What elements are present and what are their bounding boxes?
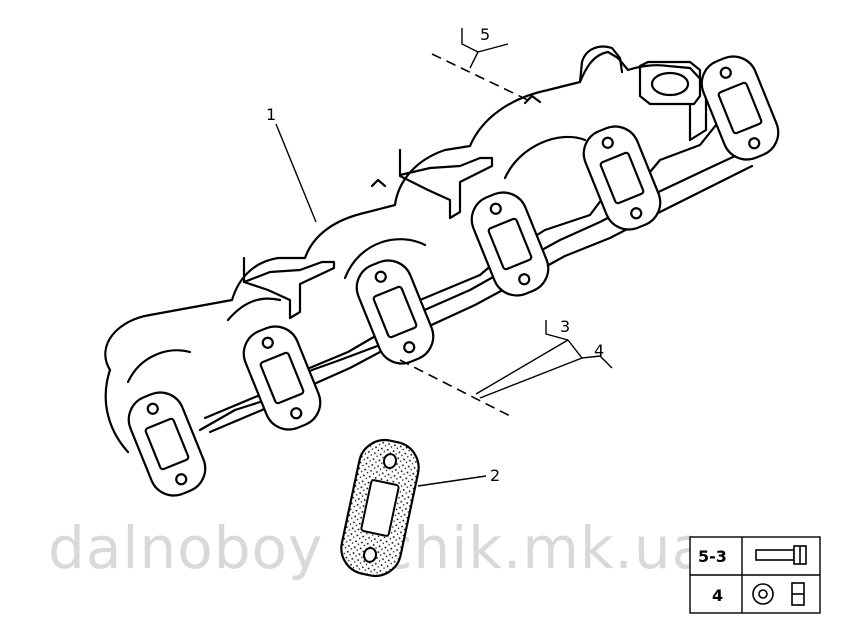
flange-1 (127, 391, 207, 497)
flange-3 (355, 259, 435, 365)
flange-4 (470, 191, 550, 297)
callout-2: 2 (490, 466, 500, 485)
flange-6 (700, 55, 780, 161)
flange-group (127, 55, 780, 497)
callout-4: 4 (594, 341, 604, 360)
bolt-icon (755, 545, 807, 565)
manifold-part (104, 45, 754, 454)
gasket-part (340, 438, 420, 578)
flange-2 (242, 325, 322, 431)
callout-3: 3 (560, 317, 570, 336)
callout-1: 1 (266, 105, 276, 124)
washer-nut-icon (752, 582, 805, 606)
legend-row-1-label: 5-3 (698, 547, 727, 566)
flange-5 (582, 125, 662, 231)
callout-5: 5 (480, 25, 490, 44)
legend-row-2-label: 4 (712, 586, 723, 605)
fastener-legend: 5-3 4 (689, 536, 821, 614)
